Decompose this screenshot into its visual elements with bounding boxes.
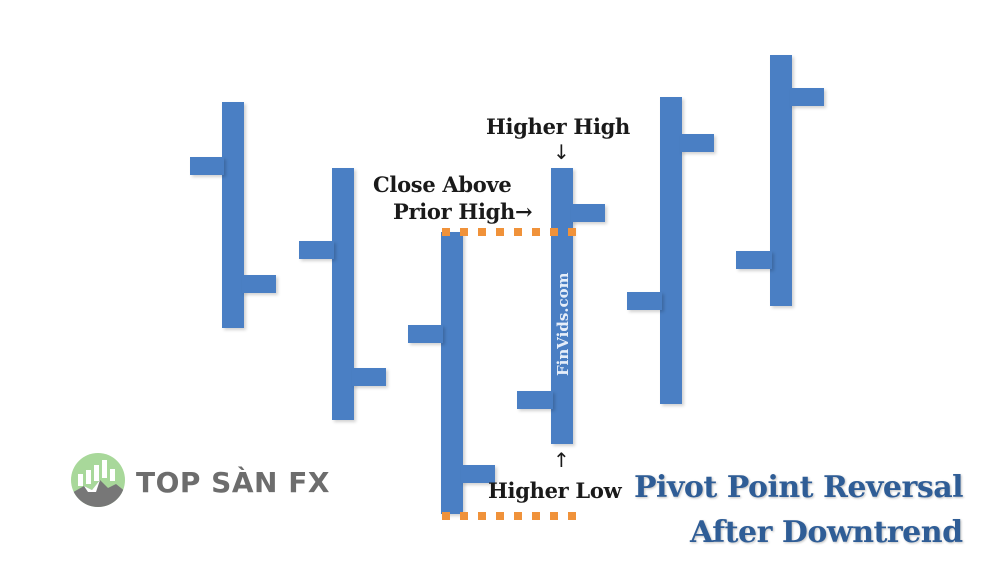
chart-title-line1: Pivot Point Reversal — [634, 470, 964, 505]
higher-low-label: Higher Low — [488, 478, 622, 503]
watermark-text: FinVids.com — [554, 272, 572, 377]
higher-high-label: Higher High — [486, 114, 630, 139]
close-above-label: Close Above — [373, 172, 512, 197]
chart-title-line2: After Downtrend — [690, 515, 963, 550]
prior-high-label: Prior High→ — [393, 199, 533, 224]
up-arrow-icon: ↑ — [553, 448, 570, 472]
logo-text: TOP SÀN FX — [136, 466, 330, 499]
mountain-logo-icon — [71, 453, 125, 507]
down-arrow-icon: ↓ — [553, 140, 570, 164]
